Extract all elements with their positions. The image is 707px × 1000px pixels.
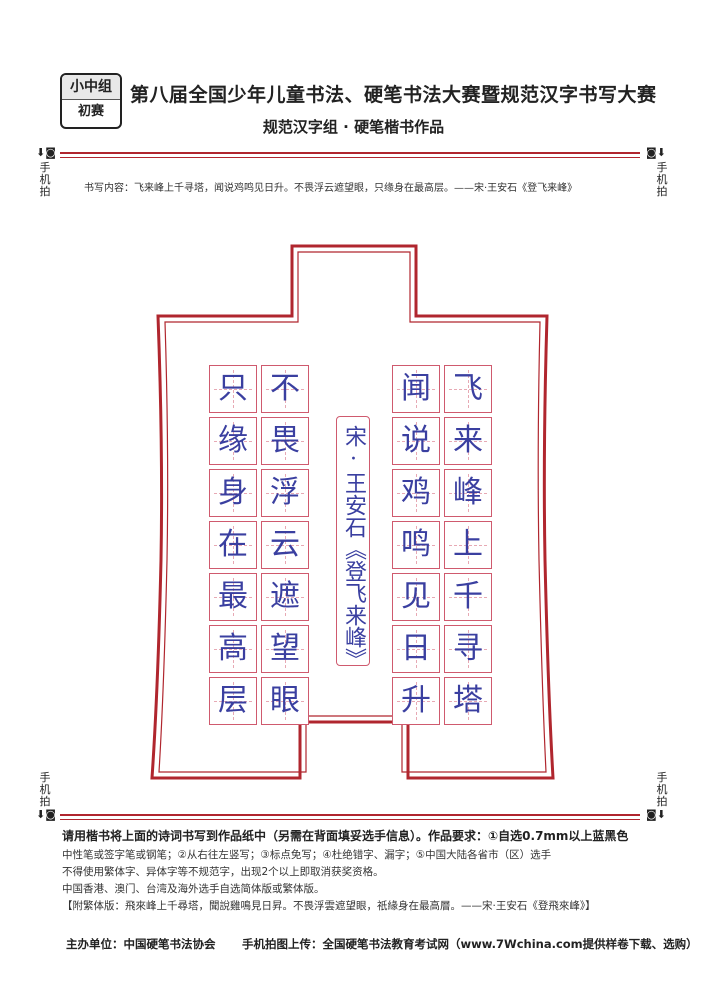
requirements-line-4: 中国香港、澳门、台湾及海外选手自选简体版或繁体版。: [62, 883, 325, 895]
category-subtitle: 规范汉字组 · 硬笔楷书作品: [262, 118, 445, 136]
grid-cell: 身: [209, 469, 257, 517]
character: 鸡: [401, 475, 431, 510]
character: 上: [453, 527, 483, 562]
grid-cell: 千: [444, 573, 492, 621]
grid-cell: 鸣: [392, 521, 440, 569]
side-label-bottom-left: 手机拍: [39, 771, 51, 808]
character: 寻: [453, 631, 483, 666]
character: 鸣: [401, 527, 431, 562]
character: 只: [218, 371, 248, 406]
character: 不: [270, 371, 300, 406]
writing-content: 书写内容：飞来峰上千寻塔，闻说鸡鸣见日升。不畏浮云遮望眼，只缘身在最高层。——宋…: [84, 183, 578, 194]
character: 见: [401, 579, 431, 614]
grid-cell: 畏: [261, 417, 309, 465]
character: 千: [453, 579, 483, 614]
signature-column: 宋·王安石《登飞来峰》: [336, 416, 370, 670]
character: 闻: [401, 371, 431, 406]
grid-cell: 闻: [392, 365, 440, 413]
requirements-line-1: 请用楷书将上面的诗词书写到作品纸中（另需在背面填妥选手信息）。作品要求：①自选0…: [62, 829, 629, 843]
character: 缘: [218, 423, 248, 458]
grid-cell: 云: [261, 521, 309, 569]
grid-cell: 说: [392, 417, 440, 465]
grid-cell: 缘: [209, 417, 257, 465]
character: 塔: [453, 683, 483, 718]
requirements-line-2: 中性笔或签字笔或钢笔；②从右往左竖写；③标点免写；④杜绝错字、漏字；⑤中国大陆各…: [62, 849, 552, 861]
top-rule-thin: [60, 157, 640, 158]
organizer: 主办单位：中国硬笔书法协会: [66, 937, 216, 951]
grid-cell: 只: [209, 365, 257, 413]
grid-cell: 不: [261, 365, 309, 413]
grid-cell: 飞: [444, 365, 492, 413]
grid-cell: 层: [209, 677, 257, 725]
bottom-rule-thin: [60, 819, 640, 820]
grid-cell: 最: [209, 573, 257, 621]
grid-cell: 在: [209, 521, 257, 569]
grid-cell: 眼: [261, 677, 309, 725]
requirements-line-5: 【附繁体版：飛來峰上千尋塔，聞說雞鳴見日昇。不畏浮雲遮望眼，祇緣身在最高層。——…: [62, 900, 596, 912]
grid-cell: 塔: [444, 677, 492, 725]
character: 浮: [270, 475, 300, 510]
character: 遮: [270, 579, 300, 614]
character: 在: [218, 527, 248, 562]
character: 眼: [270, 683, 300, 718]
camera-icon: ◙⬇: [646, 808, 666, 821]
camera-icon: ⬇◙: [36, 808, 56, 821]
competition-title: 第八届全国少年儿童书法、硬笔书法大赛暨规范汉字书写大赛: [130, 84, 657, 106]
grid-cell: 上: [444, 521, 492, 569]
grid-cell: 鸡: [392, 469, 440, 517]
signature-text: 宋·王安石《登飞来峰》: [341, 425, 366, 670]
side-label-top-left: 手机拍: [39, 161, 51, 198]
character: 畏: [270, 423, 300, 458]
grid-cell: 日: [392, 625, 440, 673]
badge-round-label: 初赛: [77, 104, 104, 119]
grid-cell: 峰: [444, 469, 492, 517]
grid-cell: 见: [392, 573, 440, 621]
camera-icon: ⬇◙: [36, 146, 56, 159]
character: 升: [401, 683, 431, 718]
character: 身: [218, 475, 248, 510]
character: 峰: [453, 475, 483, 510]
side-label-top-right: 手机拍: [656, 161, 668, 198]
top-rule-thick: [60, 152, 640, 154]
group-badge: 小中组 初赛: [60, 73, 122, 129]
grid-cell: 望: [261, 625, 309, 673]
upload-info: 手机拍图上传：全国硬笔书法教育考试网（www.7Wchina.com提供样卷下载…: [242, 937, 698, 951]
grid-cell: 寻: [444, 625, 492, 673]
side-label-bottom-right: 手机拍: [656, 771, 668, 808]
bottom-rule-thick: [60, 814, 640, 816]
character: 最: [218, 579, 248, 614]
requirements-line-3: 不得使用繁体字、异体字等不规范字，出现2个以上即取消获奖资格。: [62, 866, 384, 878]
badge-group-label: 小中组: [62, 75, 120, 100]
character: 高: [218, 631, 248, 666]
grid-cell: 浮: [261, 469, 309, 517]
character: 飞: [453, 371, 483, 406]
character: 来: [453, 423, 483, 458]
character: 说: [401, 423, 431, 458]
grid-cell: 来: [444, 417, 492, 465]
character: 云: [270, 527, 300, 562]
character: 日: [401, 631, 431, 666]
character: 层: [218, 683, 248, 718]
grid-cell: 升: [392, 677, 440, 725]
camera-icon: ◙⬇: [646, 146, 666, 159]
grid-cell: 遮: [261, 573, 309, 621]
grid-cell: 高: [209, 625, 257, 673]
character: 望: [270, 631, 300, 666]
